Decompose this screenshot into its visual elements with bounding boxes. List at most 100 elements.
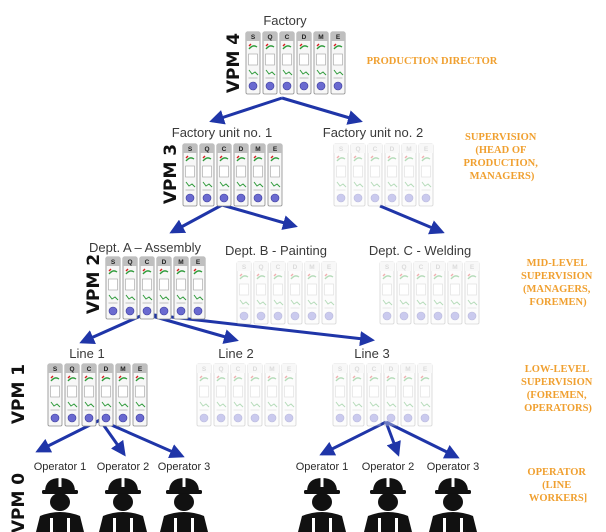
module-letter: M <box>318 34 323 41</box>
operator-labels: Operator 1 Operator 2 Operator 3 Operato… <box>34 461 480 473</box>
worker-icon <box>429 477 477 532</box>
worker-icon <box>99 477 147 532</box>
module-letter: S <box>188 146 193 153</box>
board-module: D <box>430 261 446 325</box>
module-letter: D <box>390 146 395 153</box>
board-module: C <box>270 261 286 325</box>
module-letter: S <box>385 264 390 271</box>
arrow <box>221 203 298 230</box>
board-module: D <box>247 363 263 427</box>
unit-label-line-3: Line 3 <box>354 346 389 361</box>
unit-label-factory-unit-2: Factory unit no. 2 <box>323 125 423 140</box>
board-module: M <box>250 143 266 207</box>
board-module: M <box>400 363 416 427</box>
module-letter: S <box>339 146 344 153</box>
module-letter: E <box>327 264 332 271</box>
board-module: Q <box>64 363 80 427</box>
module-letter: S <box>111 259 116 266</box>
module-letter: D <box>104 366 109 373</box>
module-letter: M <box>309 264 314 271</box>
module-letter: C <box>373 146 378 153</box>
module-letter: E <box>138 366 143 373</box>
board-module: C <box>230 363 246 427</box>
operator-label: Operator 2 <box>362 461 415 473</box>
operator-label: Operator 3 <box>158 461 211 473</box>
module-letter: M <box>178 259 183 266</box>
module-letter: C <box>236 366 241 373</box>
module-letter: Q <box>354 366 359 373</box>
vpm-label: VPM 1 <box>9 364 29 424</box>
vpm-label: VPM 3 <box>161 144 181 204</box>
board-module: E <box>464 261 480 325</box>
module-letter: Q <box>204 146 209 153</box>
board-module: E <box>190 256 206 320</box>
board-module: S <box>236 261 252 325</box>
module-letter: C <box>285 34 290 41</box>
arrow <box>281 96 363 125</box>
module-letter: S <box>251 34 256 41</box>
board-module: M <box>115 363 131 427</box>
module-letter: E <box>470 264 475 271</box>
vpm-labels: VPM 4 VPM 3 VPM 2 VPM 1 VPM 0 <box>9 33 244 532</box>
board-module: D <box>296 31 312 95</box>
module-letter: E <box>336 34 341 41</box>
board-module: S <box>332 363 348 427</box>
module-letter: D <box>293 264 298 271</box>
board-module: S <box>245 31 261 95</box>
operator-label: Operator 3 <box>427 461 480 473</box>
module-letter: C <box>222 146 227 153</box>
role-operator: OPERATOR (LINE WORKERS] <box>527 467 588 504</box>
role-production-director: PRODUCTION DIRECTOR <box>367 56 498 67</box>
module-letter: M <box>269 366 274 373</box>
module-letter: D <box>436 264 441 271</box>
arrow <box>379 204 445 235</box>
unit-label-line-2: Line 2 <box>218 346 253 361</box>
module-letter: C <box>145 259 150 266</box>
board-module: C <box>81 363 97 427</box>
board-module: E <box>417 363 433 427</box>
board-module: S <box>196 363 212 427</box>
unit-label-factory: Factory <box>263 13 307 28</box>
board-module: Q <box>396 261 412 325</box>
module-letter: M <box>255 146 260 153</box>
role-mid-level: MID-LEVEL SUPERVISION (MANAGERS, FOREMEN… <box>521 258 595 308</box>
board-module: M <box>173 256 189 320</box>
board-module: M <box>401 143 417 207</box>
module-letter: D <box>162 259 167 266</box>
operator-label: Operator 1 <box>34 461 87 473</box>
board-module: S <box>333 143 349 207</box>
module-letter: S <box>242 264 247 271</box>
board-module: E <box>281 363 297 427</box>
module-letter: Q <box>258 264 263 271</box>
board-module: C <box>366 363 382 427</box>
board-module: M <box>313 31 329 95</box>
board-module: M <box>264 363 280 427</box>
unit-label-line-1: Line 1 <box>69 346 104 361</box>
module-letter: E <box>287 366 292 373</box>
vpm-label: VPM 0 <box>9 473 29 532</box>
module-letter: D <box>253 366 258 373</box>
board-module: Q <box>253 261 269 325</box>
board-module: Q <box>199 143 215 207</box>
module-letter: C <box>372 366 377 373</box>
board-module: D <box>156 256 172 320</box>
module-letter: E <box>196 259 201 266</box>
board-module: Q <box>350 143 366 207</box>
module-letter: E <box>424 146 429 153</box>
board-module: E <box>418 143 434 207</box>
arrow <box>385 420 460 459</box>
module-letter: D <box>239 146 244 153</box>
worker-icon <box>364 477 412 532</box>
board-module: D <box>384 143 400 207</box>
module-letter: Q <box>267 34 272 41</box>
worker-icon <box>298 477 346 532</box>
module-letter: D <box>389 366 394 373</box>
module-letter: M <box>452 264 457 271</box>
